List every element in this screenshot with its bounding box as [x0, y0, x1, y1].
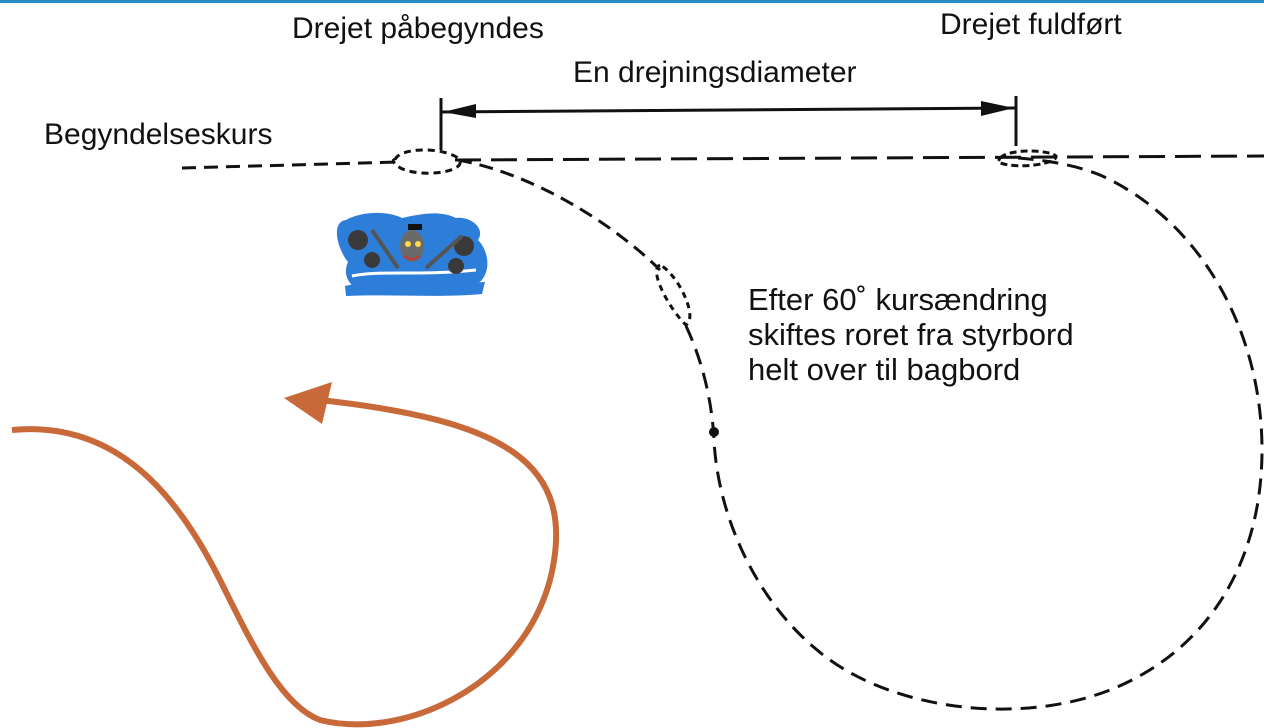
person-overboard-icon	[336, 212, 488, 296]
turn-completed-label: Drejet fuldført	[940, 8, 1122, 41]
initial-course-line	[181, 160, 401, 170]
turn-end-loop	[995, 149, 1058, 168]
turn-start-loop	[391, 148, 462, 175]
initial-course-label: Begyndelseskurs	[44, 118, 273, 151]
diameter-line	[440, 106, 1017, 114]
curved-arrow-icon	[11, 382, 560, 728]
turn-path-starboard	[457, 158, 662, 272]
note-line-1: Efter 60˚ kursændring	[748, 282, 1048, 317]
turn-path-port	[684, 156, 1264, 711]
turn-started-label: Drejet påbegyndes	[292, 12, 544, 45]
note-line-3: helt over til bagbord	[748, 352, 1021, 387]
accent-top-bar	[0, 0, 1264, 3]
helm-change-note: Efter 60˚ kursændring skiftes roret fra …	[748, 282, 1074, 387]
helm-change-loop	[655, 263, 692, 327]
turn-path-dot	[709, 427, 719, 437]
diameter-arrowhead-left	[443, 104, 476, 118]
course-line-right	[454, 154, 1264, 162]
turning-diameter-label: En drejningsdiameter	[573, 56, 857, 89]
note-line-2: skiftes roret fra styrbord	[748, 317, 1074, 352]
diameter-arrowhead-right	[981, 101, 1014, 116]
